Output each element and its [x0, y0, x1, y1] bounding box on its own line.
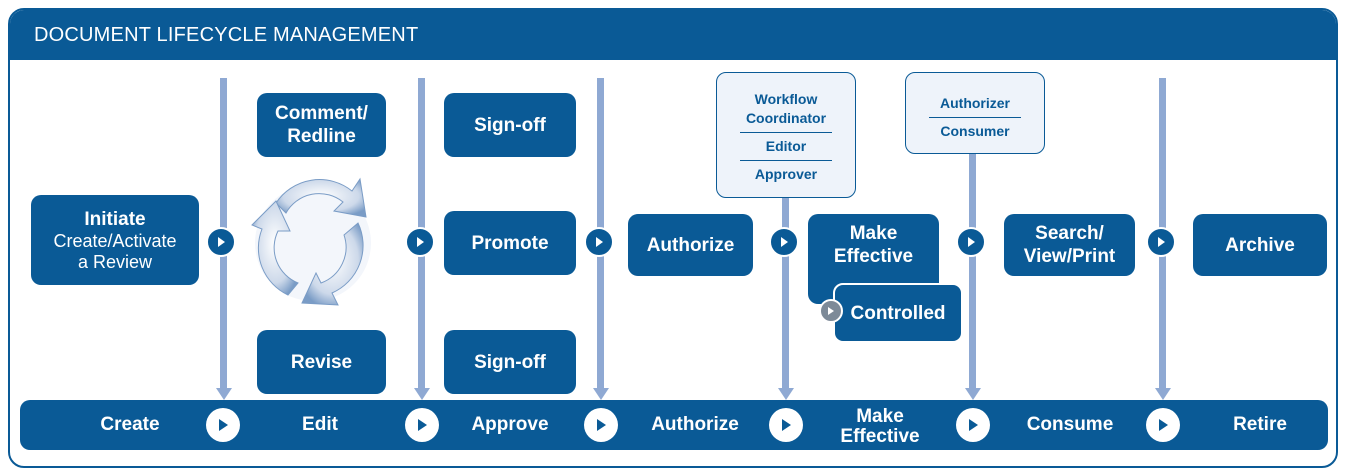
- authorize-label: Authorize: [646, 234, 735, 256]
- comment-line2: Redline: [287, 126, 356, 147]
- down-arrow-icon: [965, 388, 981, 400]
- initiate-line2: a Review: [77, 251, 153, 272]
- comment-redline-box[interactable]: Comment/ Redline: [257, 93, 386, 157]
- search-line2: View/Print: [1023, 246, 1116, 267]
- initiate-title: Initiate: [84, 208, 146, 230]
- role-coordinator: Coordinator: [745, 110, 827, 126]
- archive-label: Archive: [1225, 234, 1295, 256]
- promote-box[interactable]: Promote: [444, 211, 576, 275]
- stage-retire[interactable]: Retire: [1233, 414, 1287, 435]
- stage-authorize[interactable]: Authorize: [651, 414, 739, 435]
- stage-effective-line2: Effective: [840, 426, 920, 447]
- stage-create[interactable]: Create: [100, 414, 160, 435]
- signoff-bottom-label: Sign-off: [474, 351, 546, 373]
- role-divider: [929, 117, 1021, 118]
- role-divider: [740, 160, 832, 161]
- arrow-circle-icon: [769, 408, 803, 442]
- role-editor: Editor: [765, 138, 807, 154]
- arrow-circle-icon: [584, 227, 614, 257]
- arrow-circle-icon: [206, 227, 236, 257]
- role-workflow: Workflow: [754, 91, 818, 107]
- initiate-box[interactable]: Initiate Create/Activate a Review: [31, 195, 199, 285]
- roles-card-a: Workflow Coordinator Editor Approver: [716, 72, 856, 198]
- arrow-circle-icon: [405, 227, 435, 257]
- controlled-label: Controlled: [850, 302, 946, 324]
- search-view-print-box[interactable]: Search/ View/Print: [1004, 214, 1135, 276]
- down-arrow-icon: [1155, 388, 1171, 400]
- role-authorizer: Authorizer: [940, 95, 1010, 111]
- promote-label: Promote: [471, 232, 549, 254]
- arrow-circle-icon: [956, 227, 986, 257]
- page-title: DOCUMENT LIFECYCLE MANAGEMENT: [10, 10, 1336, 60]
- arrow-circle-icon: [405, 408, 439, 442]
- signoff-top-box[interactable]: Sign-off: [444, 93, 576, 157]
- stage-approve[interactable]: Approve: [471, 414, 549, 435]
- effective-line2: Effective: [833, 246, 914, 267]
- stage-edit[interactable]: Edit: [302, 414, 338, 435]
- stage-consume[interactable]: Consume: [1026, 414, 1114, 435]
- roles-card-b: Authorizer Consumer: [905, 72, 1045, 154]
- divider-line: [969, 150, 976, 390]
- initiate-line1: Create/Activate: [53, 230, 177, 251]
- arrow-circle-icon: [584, 408, 618, 442]
- search-line1: Search/: [1035, 223, 1104, 244]
- archive-box[interactable]: Archive: [1193, 214, 1327, 276]
- down-arrow-icon: [593, 388, 609, 400]
- effective-line1: Make: [849, 223, 898, 244]
- cycle-arrows-icon: [251, 177, 371, 306]
- down-arrow-icon: [778, 388, 794, 400]
- stage-make-effective[interactable]: Make Effective: [810, 400, 950, 450]
- authorize-box[interactable]: Authorize: [628, 214, 753, 276]
- down-arrow-icon: [216, 388, 232, 400]
- revise-box[interactable]: Revise: [257, 330, 386, 394]
- down-arrow-icon: [414, 388, 430, 400]
- stage-effective-line1: Make: [856, 406, 904, 427]
- role-approver: Approver: [754, 166, 818, 182]
- divider-line: [782, 190, 789, 390]
- arrow-circle-icon: [1146, 227, 1176, 257]
- signoff-bottom-box[interactable]: Sign-off: [444, 330, 576, 394]
- arrow-circle-icon: [206, 408, 240, 442]
- role-consumer: Consumer: [940, 123, 1010, 139]
- arrow-circle-icon: [769, 227, 799, 257]
- arrow-circle-icon: [819, 299, 843, 323]
- signoff-top-label: Sign-off: [474, 114, 546, 136]
- role-divider: [740, 132, 832, 133]
- arrow-circle-icon: [1146, 408, 1180, 442]
- comment-line1: Comment/: [275, 103, 368, 124]
- controlled-box[interactable]: Controlled: [833, 283, 963, 343]
- revise-label: Revise: [290, 351, 353, 373]
- arrow-circle-icon: [956, 408, 990, 442]
